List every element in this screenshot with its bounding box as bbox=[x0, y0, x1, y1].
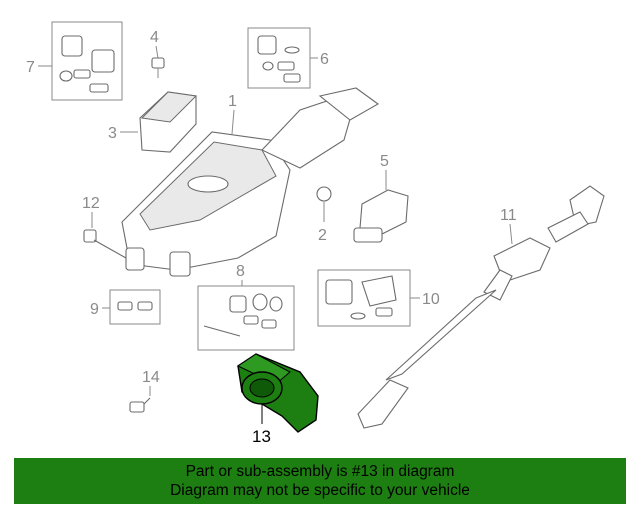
part-group-5[interactable]: 5 bbox=[353, 153, 409, 243]
callout-8: 8 bbox=[236, 263, 245, 280]
banner-line-2: Diagram may not be specific to your vehi… bbox=[170, 482, 470, 499]
callout-9: 9 bbox=[90, 301, 99, 318]
callout-14: 14 bbox=[142, 369, 160, 386]
callout-2: 2 bbox=[318, 227, 327, 244]
callout-13: 13 bbox=[252, 427, 271, 446]
part-group-12[interactable]: 12 bbox=[82, 195, 127, 259]
callout-7: 7 bbox=[26, 59, 35, 76]
part-group-1[interactable]: 1 bbox=[121, 87, 380, 277]
info-banner: Part or sub-assembly is #13 in diagram D… bbox=[14, 458, 626, 504]
part-group-2[interactable]: 2 bbox=[316, 186, 332, 244]
callout-3: 3 bbox=[108, 125, 117, 142]
callout-1: 1 bbox=[228, 93, 237, 110]
callout-5: 5 bbox=[380, 153, 389, 170]
banner-line-1: Part or sub-assembly is #13 in diagram bbox=[185, 463, 455, 480]
part-group-7[interactable]: 7 bbox=[26, 21, 123, 101]
part-group-8[interactable]: 8 bbox=[197, 263, 295, 351]
part-13-highlighted[interactable]: 13 bbox=[236, 353, 319, 446]
part-group-4[interactable]: 4 bbox=[150, 29, 165, 78]
part-group-14[interactable]: 14 bbox=[129, 369, 160, 413]
part-group-10[interactable]: 10 bbox=[317, 269, 440, 327]
parts-diagram: 7 4 6 3 1 2 bbox=[26, 21, 605, 446]
callout-12: 12 bbox=[82, 195, 100, 212]
part-group-11[interactable]: 11 bbox=[357, 185, 605, 429]
callout-6: 6 bbox=[320, 51, 329, 68]
callout-10: 10 bbox=[422, 291, 440, 308]
callout-4: 4 bbox=[150, 29, 159, 46]
part-group-6[interactable]: 6 bbox=[247, 27, 329, 89]
callout-11: 11 bbox=[500, 207, 517, 224]
part-group-9[interactable]: 9 bbox=[90, 289, 161, 325]
part-group-3[interactable]: 3 bbox=[108, 91, 198, 153]
